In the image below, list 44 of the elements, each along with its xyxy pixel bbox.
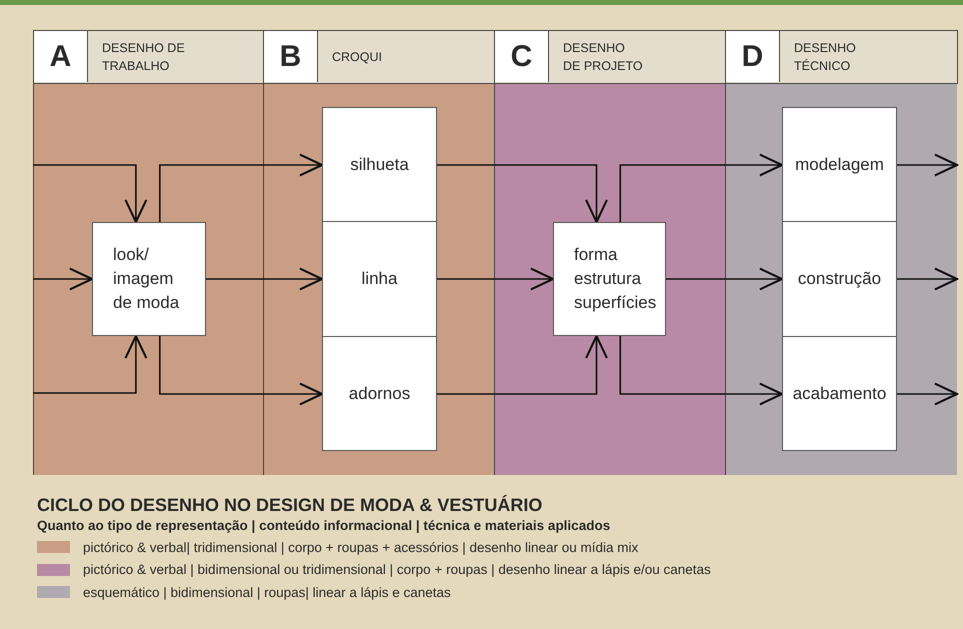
arrow	[897, 154, 958, 176]
arrow	[33, 268, 94, 290]
arrow	[159, 336, 324, 406]
box-label: construção	[798, 268, 882, 290]
column-letter: B	[264, 31, 318, 82]
box-label: acabamento	[792, 382, 886, 404]
arrow	[159, 154, 324, 222]
box-label: adornos	[348, 382, 410, 404]
arrow	[437, 334, 608, 395]
arrow	[437, 268, 554, 290]
legend-text: esquemático | bidimensional | roupas| linear a lápis e canetas	[83, 584, 451, 600]
box-label: silhueta	[350, 154, 409, 176]
box-label: forma estrutura superfícies	[574, 244, 656, 314]
column-letter: A	[34, 31, 88, 82]
process-box	[322, 107, 437, 222]
box-label: look/ imagem de moda	[113, 244, 180, 314]
box-label: modelagem	[795, 154, 884, 176]
arrow	[33, 164, 148, 224]
arrow	[619, 154, 784, 222]
arrow	[897, 382, 958, 406]
subtitle: Quanto ao tipo de representação | conteúdo informacional | técnica e materiais aplicados	[37, 517, 610, 535]
process-box	[782, 221, 897, 337]
process-box	[322, 336, 437, 451]
legend-text: pictórico & verbal| tridimensional | corpo + roupas + acessórios | desenho linear ou mídia mix	[83, 540, 638, 555]
column-title: DESENHO TÉCNICO	[794, 40, 857, 75]
process-box	[782, 107, 897, 222]
arrow	[897, 268, 958, 290]
legend-text: pictórico & verbal | bidimensional ou tridimensional | corpo + roupas | desenho linear a lápis e/ou canetas	[83, 562, 711, 578]
column-title: CROQUI	[332, 49, 383, 66]
column-letter: C	[495, 31, 549, 82]
arrow	[33, 334, 148, 394]
box-label: linha	[362, 268, 398, 290]
process-box	[322, 221, 437, 337]
arrow	[206, 268, 324, 290]
column-title: DESENHO DE TRABALHO	[102, 40, 186, 75]
arrow	[437, 164, 608, 224]
column-title: DESENHO DE PROJETO	[563, 40, 643, 75]
process-box	[782, 336, 897, 451]
arrow	[666, 268, 784, 290]
process-box	[92, 222, 206, 336]
arrow	[619, 336, 784, 406]
process-box	[553, 222, 666, 336]
diagram-title: CICLO DO DESENHO NO DESIGN DE MODA & VESTUÁRIO	[37, 494, 544, 516]
column-letter: D	[726, 31, 780, 82]
